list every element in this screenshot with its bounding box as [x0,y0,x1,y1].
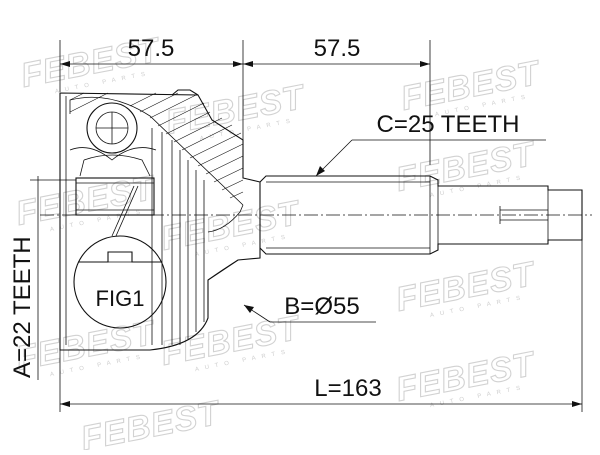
dimension-label-top-left: 57.5 [128,35,175,62]
housing-notch [171,89,199,96]
spline-a-label: A=22 TEETH [9,236,36,378]
fig1-spline-profile [78,251,162,263]
section-hatching [69,92,244,199]
cage-arc [79,159,85,177]
spline-c-callout: C=25 TEETH [315,111,546,177]
outer-housing [59,89,261,351]
spline-a-dimension: A=22 TEETH [9,176,76,380]
overall-length-dimension: L=163 [59,230,583,412]
length-label: L=163 [314,375,381,402]
arrow-head [316,166,325,176]
arrow-head [420,61,430,67]
neck-curve [207,204,244,233]
cage-arc [69,147,157,161]
neck-curve [207,259,239,281]
fig1-detail: FIG1 [73,235,167,329]
fig-leader-line [111,185,135,237]
housing-outline [59,92,261,351]
spline-c-label: C=25 TEETH [377,111,520,138]
arrow-head [572,401,582,407]
arrow-head [244,305,254,313]
fig1-label: FIG1 [96,286,145,311]
dimension-label-top-right: 57.5 [314,35,361,62]
cage-arc [83,154,151,177]
output-shaft [40,175,592,255]
fig1-circle [73,235,167,329]
diameter-b-label: B=Ø55 [284,293,359,320]
ball-cage-circle [86,102,138,154]
fig-leader-line [115,185,139,237]
arrow-head [60,61,70,67]
section-boundary [69,96,244,206]
watermark-logo: FEBEST [78,394,225,450]
top-dimensions: 57.5 57.5 [59,35,431,178]
arrow-head [233,61,243,67]
diameter-b-callout: B=Ø55 [243,293,376,323]
arrow-head [243,61,253,67]
arrow-head [60,401,70,407]
